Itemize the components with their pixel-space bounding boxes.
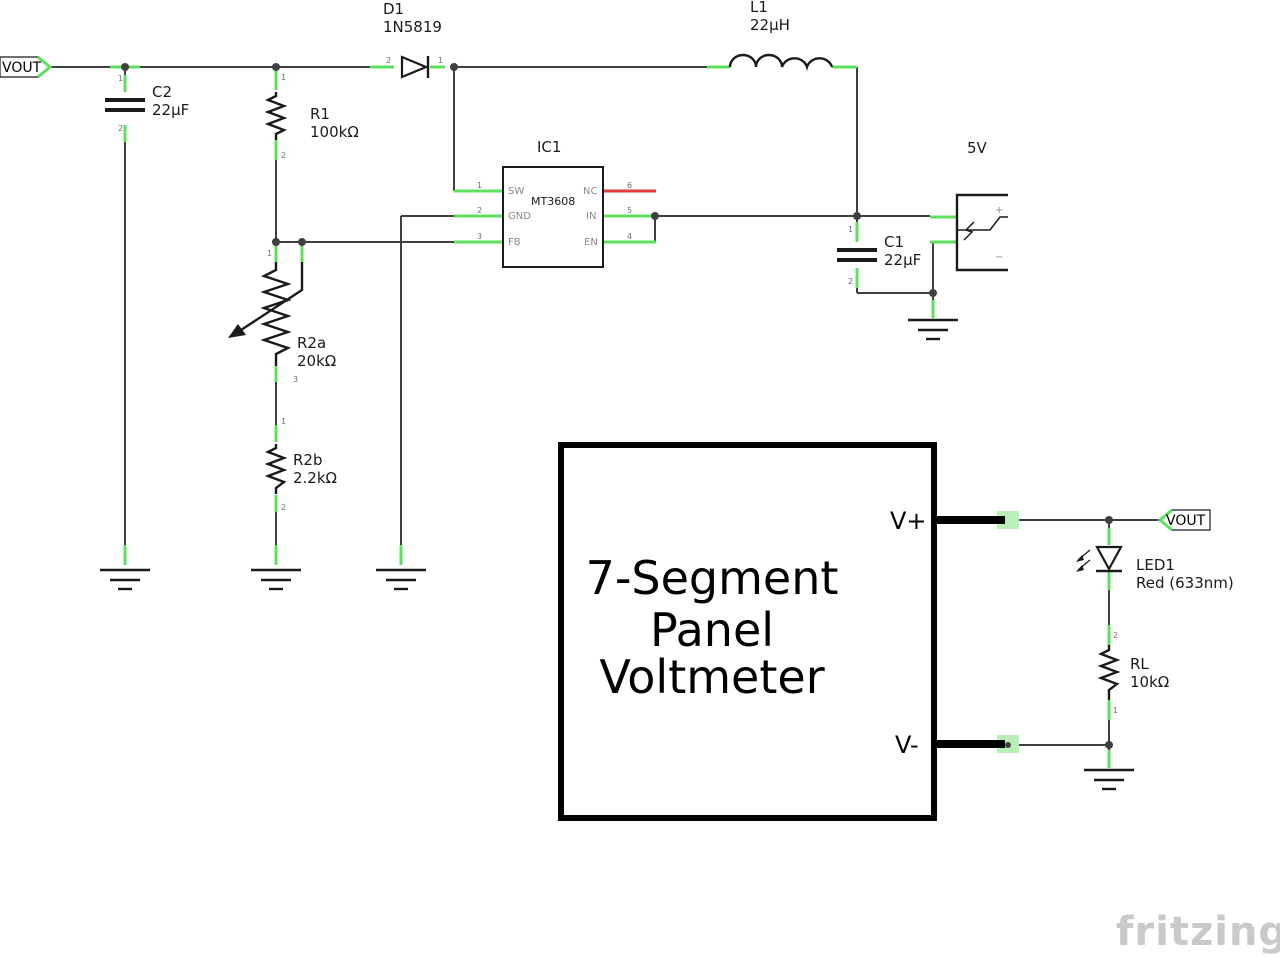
voltmeter-title-1: 7-Segment [586,551,839,605]
junctions [121,63,1113,749]
c1-ref: C1 [884,233,904,251]
r2b-pin2: 2 [281,503,286,512]
c2-ref: C2 [152,83,172,101]
r1-value: 100kΩ [310,123,359,141]
l1-ref: L1 [750,0,768,16]
supply-label: 5V [967,139,988,157]
r2b-pin1: 1 [281,417,286,426]
led-icon [1076,545,1123,573]
fritzing-logo: fritzing [1116,909,1280,955]
supply-plus: + [995,205,1003,216]
vout-port-right[interactable]: VOUT [1157,508,1211,532]
led1-ref: LED1 [1136,556,1175,574]
potentiometer-r2a[interactable]: 1 3 R2a 20kΩ [228,249,336,384]
led-led1[interactable]: LED1 Red (633nm) [1076,545,1234,592]
ic1-pnum-5: 5 [627,206,632,215]
capacitor-icon [837,248,877,262]
c1-pin2: 2 [848,277,853,286]
c2-pin2: 2 [118,124,123,133]
r2a-ref: R2a [297,334,326,352]
ground-icon [100,568,150,591]
voltmeter-vminus: V- [895,731,919,759]
rl-pin2: 2 [1113,631,1118,640]
voltmeter-vplus: V+ [890,507,927,535]
c1-value: 22µF [884,251,921,269]
resistor-rl[interactable]: 2 1 RL 10kΩ [1097,631,1169,715]
c2-value: 22µF [152,101,189,119]
wiper-arrow-icon [228,324,246,338]
r1-pin2: 2 [281,151,286,160]
resistor-icon [264,92,288,140]
ground-icon [376,568,426,591]
ic1-pnum-1: 1 [477,181,482,190]
diode-icon [400,55,430,79]
vout-right-label: VOUT [1166,513,1206,529]
c2-pin1: 1 [118,74,123,83]
ic1-pnum-3: 3 [477,232,482,241]
ic1-pin-en: EN [584,237,598,248]
r2a-pin1: 1 [267,249,272,258]
rl-pin1: 1 [1113,706,1118,715]
r2b-ref: R2b [293,451,323,469]
dc-jack-icon [955,193,1008,272]
ic1-pin-in: IN [586,211,596,222]
ic1-part: MT3608 [531,195,575,208]
r1-ref: R1 [310,105,330,123]
c1-pin1: 1 [848,225,853,234]
voltmeter-title-3: Voltmeter [599,650,824,704]
ground-symbols [100,318,1134,791]
capacitor-c2[interactable]: 1 2 C2 22µF [105,74,189,133]
d1-pin1: 1 [438,56,443,65]
l1-value: 22µH [750,16,790,34]
ground-icon [1084,768,1134,791]
capacitor-c1[interactable]: 1 2 C1 22µF [837,225,921,286]
ic1-pin-gnd: GND [508,211,531,222]
supply-5v[interactable]: 5V + − [955,139,1008,272]
resistor-r2b[interactable]: 1 2 R2b 2.2kΩ [264,417,337,512]
voltmeter-body [558,442,937,821]
ic1-pnum-6: 6 [627,181,632,190]
capacitor-icon [105,98,145,112]
ground-icon [251,568,301,591]
vout-port-left[interactable]: VOUT [0,55,53,79]
ic1-pin-nc: NC [583,186,597,197]
resistor-icon [264,444,288,494]
d1-value: 1N5819 [383,18,442,36]
d1-pin2: 2 [386,56,391,65]
ic1-ref: IC1 [537,138,561,156]
vout-left-label: VOUT [2,60,42,76]
rl-value: 10kΩ [1130,673,1169,691]
inductor-icon [728,53,834,72]
ic1-body [502,166,604,268]
resistor-r1[interactable]: 1 2 R1 100kΩ [264,73,359,160]
potentiometer-icon [260,262,292,366]
ic1-pin-sw: SW [508,186,524,197]
diode-d1[interactable]: 2 1 D1 1N5819 [383,0,443,79]
resistor-icon [1097,645,1121,700]
ic1-pnum-2: 2 [477,206,482,215]
rl-ref: RL [1130,655,1149,673]
voltmeter-title-2: Panel [650,603,774,657]
panel-voltmeter[interactable]: 7-Segment Panel Voltmeter V+ V- [558,442,1005,821]
supply-minus: − [995,252,1003,263]
r1-pin1: 1 [281,73,286,82]
ic1-mt3608[interactable]: IC1 MT3608 SW GND FB NC IN EN 1 2 3 6 5 … [477,138,632,268]
ic1-pin-fb: FB [508,237,521,248]
led1-value: Red (633nm) [1136,574,1234,592]
r2a-pin3: 3 [293,375,298,384]
ic1-pnum-4: 4 [627,232,632,241]
r2b-value: 2.2kΩ [293,469,337,487]
pin-stubs [110,65,1111,768]
inductor-l1[interactable]: L1 22µH [728,0,834,72]
r2a-value: 20kΩ [297,352,336,370]
d1-ref: D1 [383,0,404,18]
ground-icon [908,318,958,341]
